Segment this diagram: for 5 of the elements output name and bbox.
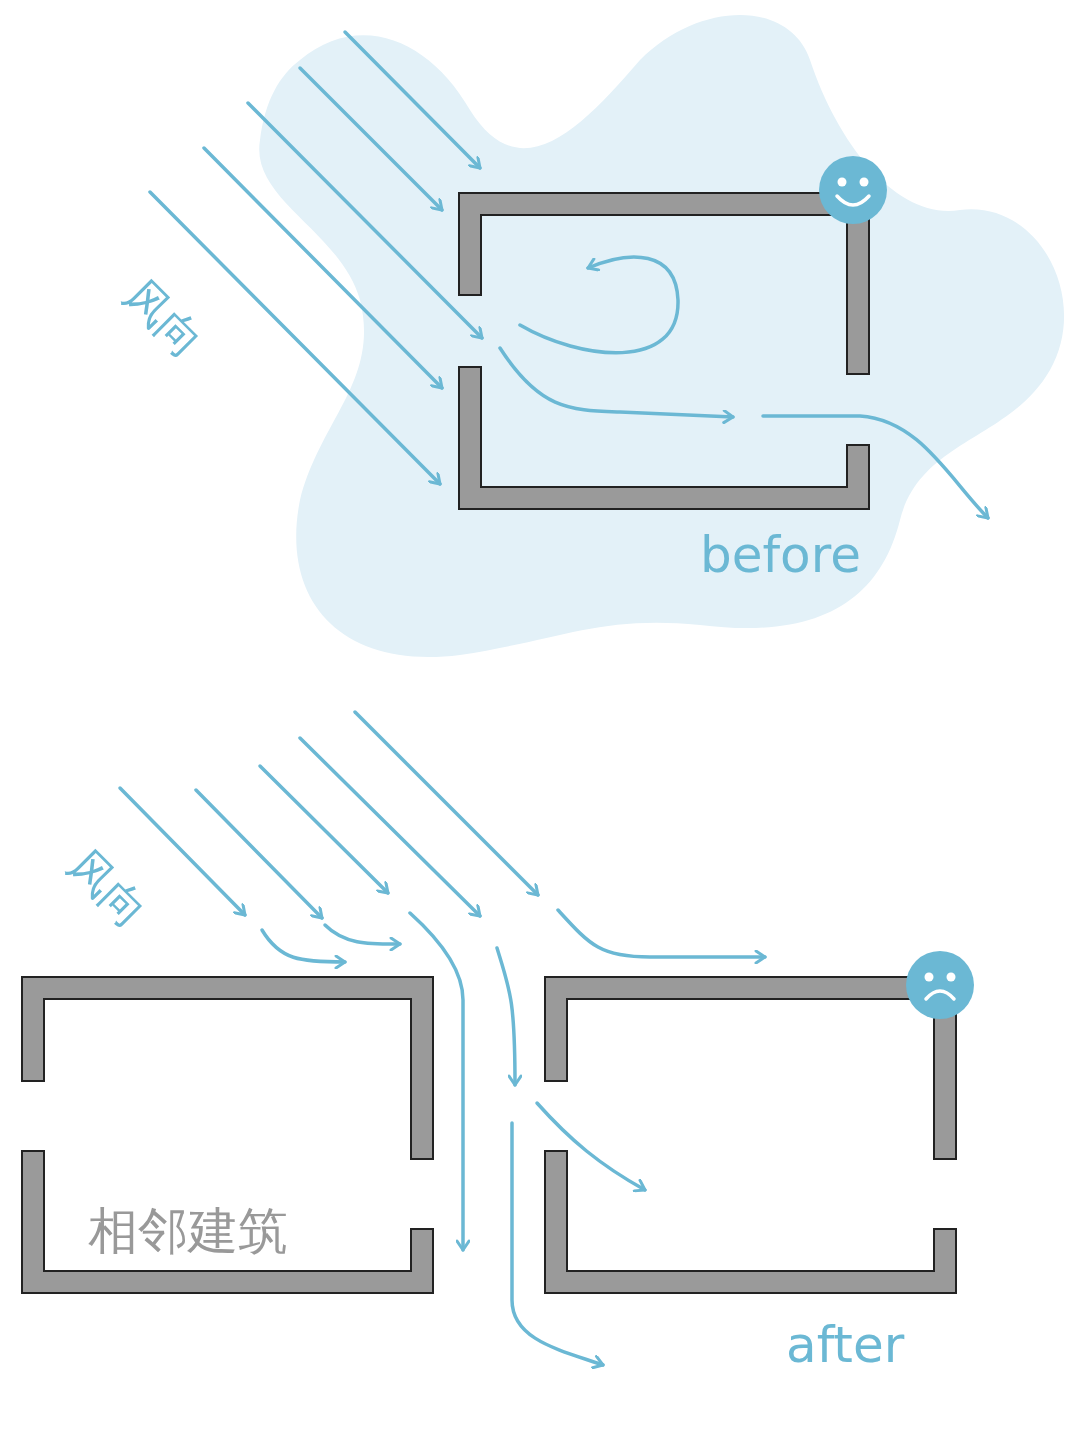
building-label: 相邻建筑	[88, 1206, 288, 1256]
direction-label: 风向	[116, 272, 211, 366]
caption-text: after	[786, 1320, 905, 1370]
caption-text: before	[700, 530, 861, 580]
direction-label: 风向	[60, 842, 155, 936]
